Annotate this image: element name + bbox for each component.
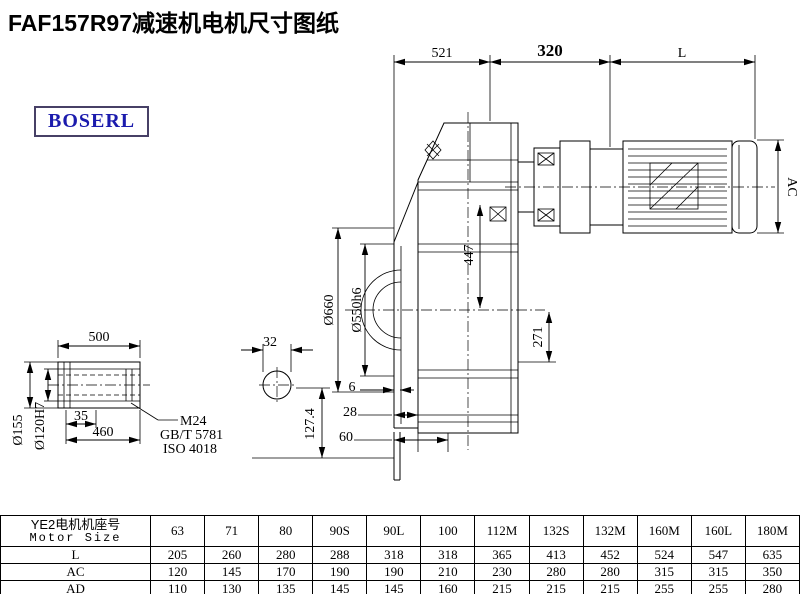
dim-value-cell: 318 <box>366 546 422 564</box>
note-iso-label: ISO 4018 <box>163 442 217 457</box>
dim-value-cell: 315 <box>636 563 692 581</box>
dim-660-label: Ø660 <box>322 294 337 325</box>
page-title: FAF157R97减速机电机尺寸图纸 <box>8 10 340 36</box>
boserl-logo: BOSERL <box>34 106 150 137</box>
dim-ac-label: AC <box>784 177 799 196</box>
motor-stator-hatch <box>649 162 699 210</box>
dim-271: 271 <box>518 312 556 363</box>
motor-size-col-header: 160M <box>636 515 692 547</box>
motor-size-col-header: 90S <box>312 515 368 547</box>
table-header-row: YE2电机机座号 Motor Size 63 71 80 90S 90L 100… <box>0 515 800 547</box>
motor-size-col-header: 112M <box>474 515 530 547</box>
dim-L-label: L <box>678 46 687 61</box>
dim-447: 447 <box>462 205 484 308</box>
dim-271-label: 271 <box>531 327 546 348</box>
dim-155-label: Ø155 <box>11 414 26 445</box>
dim-500-label: 500 <box>89 330 110 345</box>
dim-460-label: 460 <box>93 425 114 440</box>
dim-value-cell: 635 <box>744 546 800 564</box>
dim-value-cell: 288 <box>312 546 368 564</box>
note-m24-label: M24 <box>180 414 206 429</box>
dim-value-cell: 280 <box>528 563 584 581</box>
motor-size-col-header: 100 <box>420 515 476 547</box>
dim-320-label: 320 <box>537 41 563 60</box>
motor-fins <box>628 148 727 227</box>
header-motor-size-cell: YE2电机机座号 Motor Size <box>0 515 151 547</box>
table-row-AD: AD 110 130 135 145 145 160 215 215 215 2… <box>0 580 800 594</box>
note-gbt-label: GB/T 5781 <box>160 428 223 443</box>
dim-447-label: 447 <box>462 245 477 266</box>
dim-value-cell: 110 <box>149 580 206 594</box>
motor-size-col-header: 71 <box>204 515 260 547</box>
dim-ac: AC <box>757 139 799 234</box>
dim-value-cell: 547 <box>690 546 746 564</box>
dim-value-cell: 280 <box>258 546 314 564</box>
dim-32-label: 32 <box>263 335 277 350</box>
output-flange <box>345 181 545 481</box>
dim-value-cell: 145 <box>312 580 368 594</box>
motor-size-col-header: 160L <box>690 515 746 547</box>
dim-value-cell: 215 <box>528 580 584 594</box>
dim-value-cell: 205 <box>149 546 206 564</box>
dim-value-cell: 280 <box>744 580 800 594</box>
fan-cover <box>731 140 758 234</box>
bolt-mark-top <box>424 140 442 160</box>
dim-value-cell: 190 <box>312 563 368 581</box>
dim-value-cell: 230 <box>474 563 530 581</box>
dim-chain-top: 521 320 L <box>393 41 756 243</box>
dim-value-cell: 215 <box>474 580 530 594</box>
dim-6-label: 6 <box>349 380 356 395</box>
dim-value-cell: 350 <box>744 563 800 581</box>
dim-value-cell: 255 <box>636 580 692 594</box>
dim-value-cell: 524 <box>636 546 692 564</box>
motor-dimension-table: YE2电机机座号 Motor Size 63 71 80 90S 90L 100… <box>0 515 800 594</box>
motor-size-col-header: 63 <box>149 515 206 547</box>
dim-value-cell: 120 <box>149 563 206 581</box>
dim-120-label: Ø120H7 <box>33 402 48 450</box>
motor-size-col-header: 180M <box>744 515 800 547</box>
dim-value-cell: 135 <box>258 580 314 594</box>
dim-550-label: Ø550h6 <box>350 287 365 332</box>
motor-size-col-header: 132S <box>528 515 584 547</box>
dim-60-label: 60 <box>339 430 353 445</box>
motor-size-col-header: 90L <box>366 515 422 547</box>
dim-value-cell: 215 <box>582 580 638 594</box>
bolt-mark-side <box>489 206 507 222</box>
table-row-AC: AC 120 145 170 190 190 210 230 280 280 3… <box>0 563 800 581</box>
dim-35-label: 35 <box>74 409 88 424</box>
dim-value-cell: 145 <box>204 563 260 581</box>
row-label: AC <box>0 563 151 581</box>
dim-value-cell: 145 <box>366 580 422 594</box>
dim-value-cell: 160 <box>420 580 476 594</box>
dim-value-cell: 315 <box>690 563 746 581</box>
gearbox-housing <box>417 112 519 450</box>
shaft-section-circle: 32 <box>241 335 313 403</box>
motor-drawing <box>505 140 775 234</box>
dim-value-cell: 318 <box>420 546 476 564</box>
dim-521-label: 521 <box>432 46 453 61</box>
table-row-L: L 205 260 280 288 318 318 365 413 452 52… <box>0 546 800 564</box>
dim-value-cell: 260 <box>204 546 260 564</box>
dim-value-cell: 452 <box>582 546 638 564</box>
technical-drawing: 521 320 L AC <box>11 41 799 481</box>
header-line-cn: YE2电机机座号 <box>30 516 121 532</box>
dim-foot: 6 28 60 127.4 <box>252 380 449 459</box>
motor-size-col-header: 80 <box>258 515 314 547</box>
dim-value-cell: 210 <box>420 563 476 581</box>
dim-value-cell: 130 <box>204 580 260 594</box>
row-label: AD <box>0 580 151 594</box>
dim-value-cell: 365 <box>474 546 530 564</box>
dim-value-cell: 190 <box>366 563 422 581</box>
dim-value-cell: 280 <box>582 563 638 581</box>
dim-value-cell: 413 <box>528 546 584 564</box>
motor-size-col-header: 132M <box>582 515 638 547</box>
dim-value-cell: 255 <box>690 580 746 594</box>
shaft-detail: 500 35 460 Ø155 Ø120H7 M24 GB/T 5781 ISO… <box>11 330 223 457</box>
row-label: L <box>0 546 151 564</box>
dim-127-label: 127.4 <box>303 408 318 440</box>
header-line-en: Motor Size <box>29 530 122 545</box>
dim-value-cell: 170 <box>258 563 314 581</box>
dim-28-label: 28 <box>343 405 357 420</box>
